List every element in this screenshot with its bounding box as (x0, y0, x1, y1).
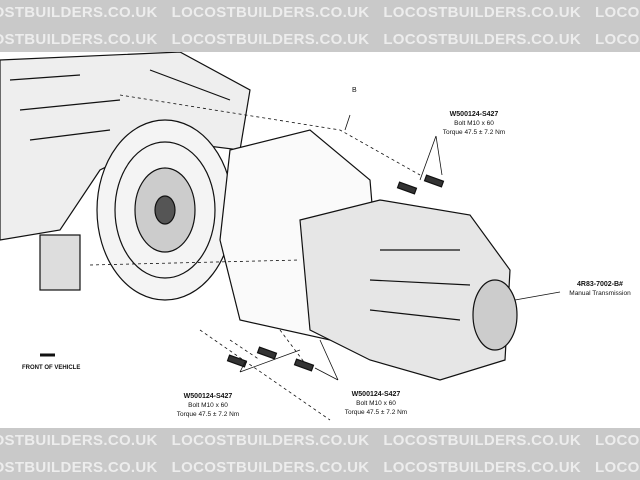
watermark-text: LOCOSTBUILDERS.CO.UK (595, 31, 640, 48)
watermark-text: LOCOSTBUILDERS.CO.UK (595, 4, 640, 21)
watermark-text: LOCOSTBUILDERS.CO.UK (171, 459, 370, 476)
oil-filter (39, 234, 81, 291)
watermark-text: LOCOSTBUILDERS.CO.UK (171, 31, 370, 48)
watermark-text: LOCOSTBUILDERS.CO.UK (0, 432, 158, 449)
watermark-banner-top: LOCOSTBUILDERS.CO.UK LOCOSTBUILDERS.CO.UK… (0, 0, 640, 52)
output-housing (472, 279, 518, 351)
watermark-banner-bottom: LOCOSTBUILDERS.CO.UK LOCOSTBUILDERS.CO.UK… (0, 428, 640, 480)
watermark-text: LOCOSTBUILDERS.CO.UK (0, 459, 158, 476)
part-number: W500124-S427 (351, 391, 401, 398)
torque-spec: Torque 47.5 ± 7.2 Nm (344, 409, 408, 416)
watermark-text: LOCOSTBUILDERS.CO.UK (383, 4, 582, 21)
watermark-row: LOCOSTBUILDERS.CO.UK LOCOSTBUILDERS.CO.UK… (0, 432, 640, 449)
watermark-text: LOCOSTBUILDERS.CO.UK (383, 459, 582, 476)
bolt (256, 346, 278, 360)
part-number: W500124-S427 (183, 393, 233, 400)
watermark-text: LOCOSTBUILDERS.CO.UK (0, 4, 158, 21)
watermark-row: LOCOSTBUILDERS.CO.UK LOCOSTBUILDERS.CO.UK… (0, 31, 640, 48)
view-label: B (352, 87, 357, 94)
bolt-callout-lower-left: W500124-S427 Bolt M10 x 60 Torque 47.5 ±… (168, 392, 248, 419)
part-number: W500124-S427 (449, 111, 499, 118)
watermark-text: LOCOSTBUILDERS.CO.UK (0, 31, 158, 48)
part-name: Manual Transmission (569, 290, 631, 297)
watermark-text: LOCOSTBUILDERS.CO.UK (383, 432, 582, 449)
torque-spec: Torque 47.5 ± 7.2 Nm (176, 411, 240, 418)
bolt-size: Bolt M10 x 60 (188, 402, 228, 409)
bolt-callout-upper: W500124-S427 Bolt M10 x 60 Torque 47.5 ±… (434, 110, 514, 137)
bolt-callout-lower-right: W500124-S427 Bolt M10 x 60 Torque 47.5 ±… (336, 390, 416, 417)
watermark-text: LOCOSTBUILDERS.CO.UK (383, 31, 582, 48)
bolt-size: Bolt M10 x 60 (454, 120, 494, 127)
watermark-text: LOCOSTBUILDERS.CO.UK (595, 432, 640, 449)
bolt-size: Bolt M10 x 60 (356, 400, 396, 407)
transmission-callout: 4R83-7002-B# Manual Transmission (562, 280, 638, 298)
front-of-vehicle-label: FRONT OF VEHICLE (22, 365, 81, 371)
exploded-transmission-diagram (0, 52, 561, 421)
bolt (226, 354, 248, 368)
bolt (396, 181, 418, 195)
bolt (423, 174, 445, 188)
watermark-text: LOCOSTBUILDERS.CO.UK (171, 4, 370, 21)
watermark-text: LOCOSTBUILDERS.CO.UK (595, 459, 640, 476)
torque-spec: Torque 47.5 ± 7.2 Nm (442, 129, 506, 136)
part-number: 4R83-7002-B# (577, 281, 623, 288)
watermark-row: LOCOSTBUILDERS.CO.UK LOCOSTBUILDERS.CO.UK… (0, 459, 640, 476)
bolt (293, 358, 315, 372)
watermark-text: LOCOSTBUILDERS.CO.UK (171, 432, 370, 449)
watermark-row: LOCOSTBUILDERS.CO.UK LOCOSTBUILDERS.CO.UK… (0, 4, 640, 21)
transmission-case (299, 199, 511, 381)
